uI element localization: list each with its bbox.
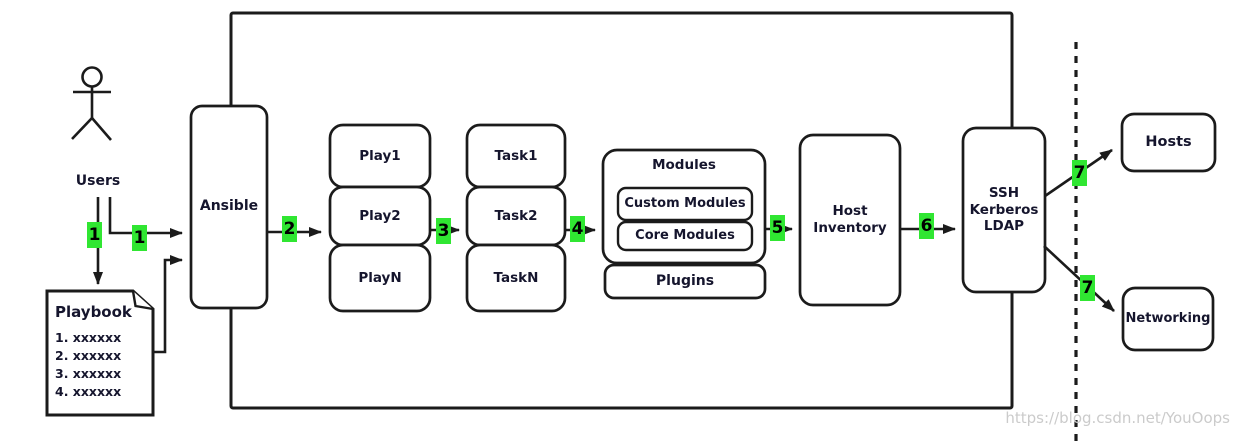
playn-label: PlayN — [358, 269, 402, 286]
connection-line3: LDAP — [983, 218, 1025, 235]
connection-line1: SSH — [988, 184, 1020, 201]
arrow-step7-ssh-to-networking — [1043, 245, 1115, 312]
taskn-box — [465, 243, 567, 313]
modules-title: Modules — [652, 156, 716, 173]
playbook-item: 2. xxxxxx — [55, 348, 122, 363]
playbook-item: 1. xxxxxx — [55, 330, 122, 345]
step-badge-4: 4 — [570, 216, 585, 242]
hosts-label: Hosts — [1145, 134, 1192, 151]
host-inventory-line2: Inventory — [813, 220, 887, 236]
step-badge-7-hosts: 7 — [1072, 160, 1087, 186]
users-label: Users — [75, 173, 121, 190]
playbook-item: 3. xxxxxx — [55, 366, 122, 381]
play2-label: Play2 — [359, 207, 401, 224]
ansible-box — [189, 104, 269, 310]
core-modules-box — [616, 220, 754, 252]
networking-label: Networking — [1125, 310, 1211, 326]
step-badge-1-users: 1 — [87, 222, 102, 248]
host-inventory-box — [798, 133, 902, 307]
task1-label: Task1 — [494, 147, 538, 164]
ansible-label: Ansible — [199, 198, 259, 215]
plugins-box — [603, 263, 767, 300]
taskn-label: TaskN — [493, 269, 539, 286]
step-badge-1-ansible: 1 — [132, 225, 147, 251]
ssh-kerberos-ldap-label: SSH Kerberos LDAP — [963, 128, 1045, 292]
step-badge-6: 6 — [919, 213, 934, 239]
hosts-box — [1120, 112, 1217, 173]
custom-modules-box — [616, 186, 754, 222]
play1-label: Play1 — [359, 147, 401, 164]
watermark-url: https://blog.csdn.net/YouOops — [1005, 409, 1230, 427]
arrow-playbook-to-ansible — [153, 255, 183, 354]
host-inventory-line1: Host — [832, 203, 868, 220]
playbook-document-shape — [45, 289, 155, 417]
connection-line2: Kerberos — [969, 201, 1039, 218]
host-inventory-label: Host Inventory — [800, 135, 900, 305]
playbook-item: 4. xxxxxx — [55, 384, 122, 399]
playn-box — [328, 243, 432, 313]
plugins-label: Plugins — [655, 272, 715, 289]
custom-modules-label: Custom Modules — [624, 195, 746, 211]
step-badge-2: 2 — [282, 216, 297, 242]
playbook-title: Playbook — [55, 303, 132, 321]
networking-box — [1121, 286, 1215, 352]
step-badge-3: 3 — [436, 218, 451, 244]
arrow-step1-users-to-ansible — [108, 197, 183, 238]
task2-label: Task2 — [494, 207, 538, 224]
users-actor-icon — [71, 66, 112, 141]
step-badge-5: 5 — [770, 215, 785, 241]
core-modules-label: Core Modules — [635, 227, 735, 243]
playbook-item-list: 1. xxxxxx 2. xxxxxx 3. xxxxxx 4. xxxxxx — [55, 330, 151, 402]
ssh-kerberos-ldap-box — [961, 126, 1047, 294]
step-badge-7-networking: 7 — [1080, 275, 1095, 301]
